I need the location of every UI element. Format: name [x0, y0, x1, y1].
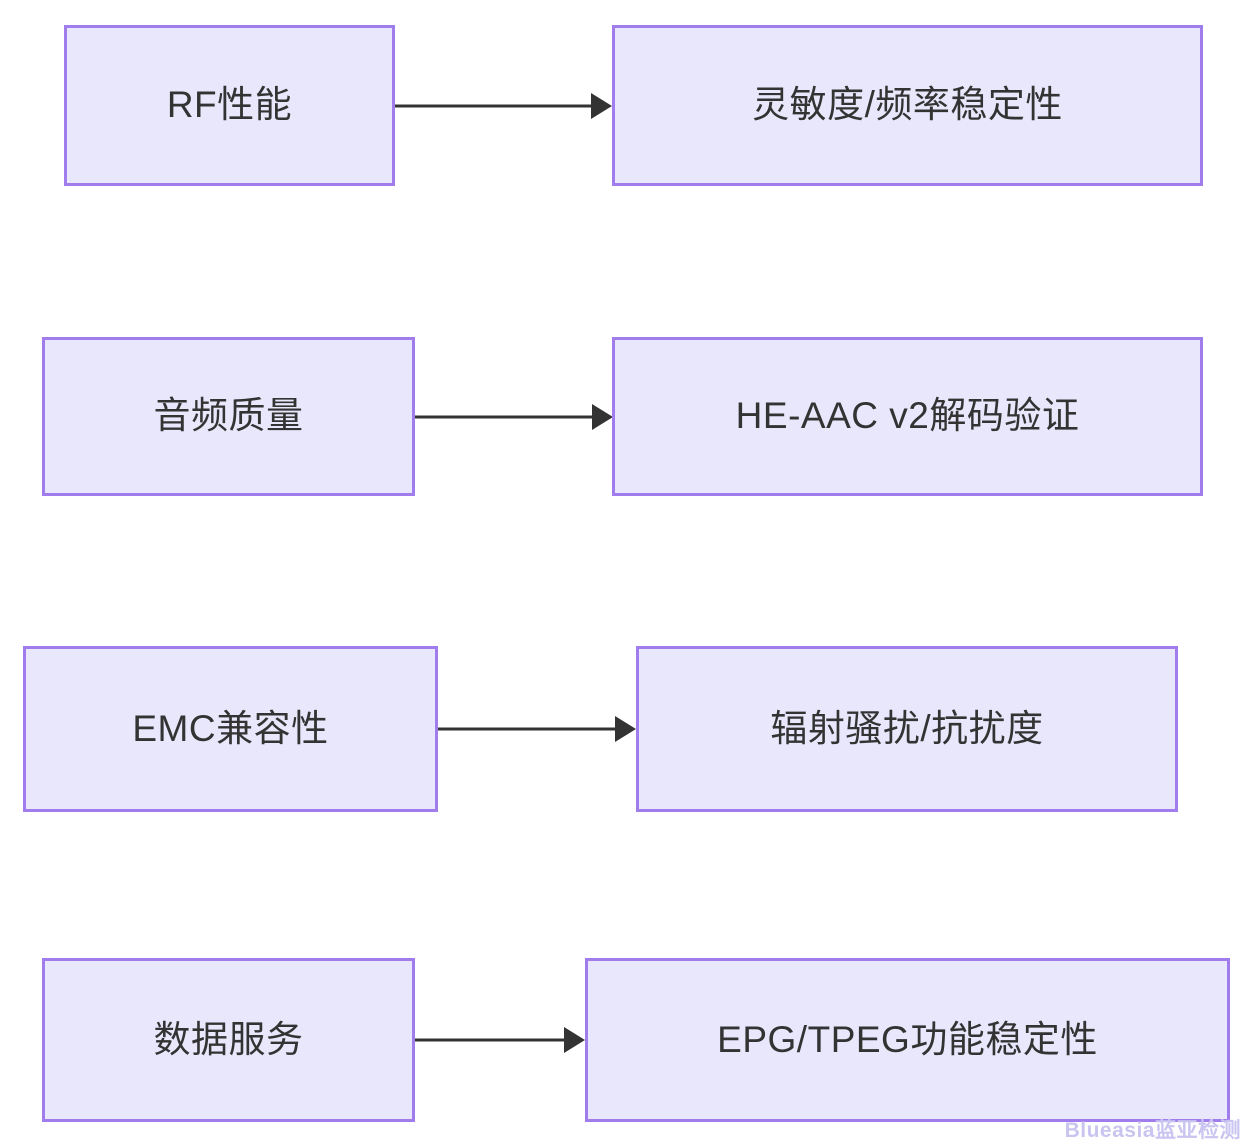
node-epg-tpeg-function-stability[interactable]: EPG/TPEG功能稳定性 — [585, 958, 1230, 1122]
node-data-service[interactable]: 数据服务 — [42, 958, 415, 1122]
node-emc-compatibility[interactable]: EMC兼容性 — [23, 646, 438, 812]
node-label: 辐射骚扰/抗扰度 — [770, 707, 1044, 749]
node-sensitivity-frequency-stability[interactable]: 灵敏度/频率稳定性 — [612, 25, 1203, 186]
arrowhead-icon — [615, 716, 636, 742]
node-label: 数据服务 — [153, 1018, 304, 1060]
node-label: 灵敏度/频率稳定性 — [752, 84, 1063, 126]
arrowhead-icon — [564, 1027, 585, 1053]
watermark: Blueasia蓝亚检测 — [1064, 1119, 1241, 1142]
arrowhead-icon — [591, 93, 612, 119]
node-rf-performance[interactable]: RF性能 — [64, 25, 395, 186]
edge-emc-to-radiated-disturbance — [438, 716, 636, 742]
node-label: EPG/TPEG功能稳定性 — [717, 1018, 1098, 1060]
node-label: HE-AAC v2解码验证 — [735, 395, 1080, 437]
edge-data-service-to-epg-tpeg — [415, 1027, 585, 1053]
edge-rf-performance-to-sensitivity — [395, 93, 612, 119]
node-label: 音频质量 — [153, 395, 304, 437]
node-radiated-disturbance-immunity[interactable]: 辐射骚扰/抗扰度 — [636, 646, 1178, 812]
node-label: RF性能 — [166, 84, 293, 126]
arrowhead-icon — [592, 404, 613, 430]
node-heaac-v2-decode-verification[interactable]: HE-AAC v2解码验证 — [612, 337, 1203, 496]
edge-audio-quality-to-heaac — [415, 404, 613, 430]
node-label: EMC兼容性 — [132, 707, 329, 749]
node-audio-quality[interactable]: 音频质量 — [42, 337, 415, 496]
